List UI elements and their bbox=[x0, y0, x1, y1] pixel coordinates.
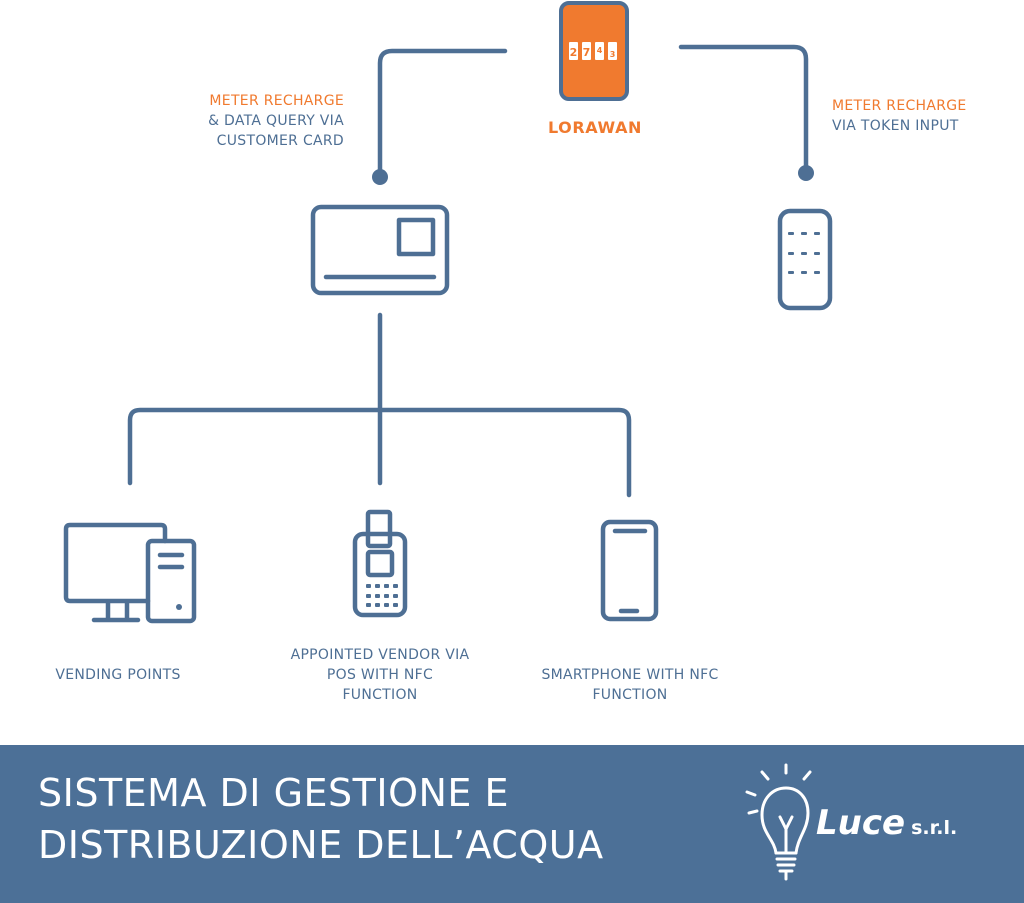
logo-suffix: s.r.l. bbox=[911, 817, 958, 839]
logo-name: Luce bbox=[816, 803, 906, 843]
customer-card-icon bbox=[310, 204, 450, 296]
connector-left-top bbox=[377, 48, 508, 175]
pos-terminal-icon bbox=[352, 509, 408, 618]
smartphone-icon bbox=[600, 519, 659, 622]
footer-title-line-2: DISTRIBUZIONE DELL’ACQUA bbox=[38, 823, 604, 867]
keypad-remote-icon bbox=[777, 208, 833, 311]
endpoint-label-vending: VENDING POINTS bbox=[20, 665, 216, 685]
footer-title-line-1: SISTEMA DI GESTIONE E bbox=[38, 771, 510, 815]
diagram-canvas: 2 7 4 3 bbox=[63, 1, 833, 624]
endpoint-pos-line-3: FUNCTION bbox=[342, 687, 418, 703]
endpoint-label-smartphone: SMARTPHONE WITH NFC FUNCTION bbox=[510, 665, 750, 705]
light-bulb-logo-icon bbox=[745, 763, 812, 881]
meter-digit-2: 7 bbox=[583, 46, 591, 59]
connector-dot-left bbox=[372, 169, 388, 185]
meter-digit-1: 2 bbox=[570, 46, 578, 59]
right-branch-label: METER RECHARGE VIA TOKEN INPUT bbox=[832, 96, 1012, 136]
left-branch-line-2: CUSTOMER CARD bbox=[216, 133, 344, 149]
endpoint-smartphone-line-1: SMARTPHONE WITH NFC bbox=[541, 667, 719, 683]
left-branch-line-1: & DATA QUERY VIA bbox=[208, 113, 344, 129]
endpoint-pos-line-1: APPOINTED VENDOR VIA bbox=[290, 647, 470, 663]
left-branch-highlight: METER RECHARGE bbox=[209, 93, 344, 109]
endpoint-pos-line-2: POS WITH NFC bbox=[326, 667, 434, 683]
lorawan-meter-icon: 2 7 4 3 bbox=[559, 1, 629, 101]
lorawan-label: LORAWAN bbox=[547, 118, 643, 137]
endpoint-smartphone-line-2: FUNCTION bbox=[592, 687, 668, 703]
connector-bus bbox=[127, 407, 632, 498]
desktop-computer-icon bbox=[63, 522, 197, 624]
right-branch-highlight: METER RECHARGE bbox=[832, 98, 967, 114]
footer-title: SISTEMA DI GESTIONE E DISTRIBUZIONE DELL… bbox=[38, 767, 604, 871]
keypad-buttons bbox=[788, 232, 820, 274]
right-branch-line-1: VIA TOKEN INPUT bbox=[832, 118, 959, 134]
meter-digit-3: 4 bbox=[597, 46, 603, 55]
endpoint-label-pos: APPOINTED VENDOR VIA POS WITH NFC FUNCTI… bbox=[265, 645, 495, 705]
connector-dot-right bbox=[798, 165, 814, 181]
left-branch-label: METER RECHARGE & DATA QUERY VIA CUSTOMER… bbox=[150, 91, 344, 151]
endpoint-vending-line-1: VENDING POINTS bbox=[55, 667, 181, 683]
footer-banner: SISTEMA DI GESTIONE E DISTRIBUZIONE DELL… bbox=[0, 745, 1024, 903]
pos-keypad bbox=[366, 584, 398, 607]
connector-right-top bbox=[678, 44, 809, 170]
tower-power-dot bbox=[176, 604, 182, 610]
meter-digit-4: 3 bbox=[610, 50, 616, 59]
